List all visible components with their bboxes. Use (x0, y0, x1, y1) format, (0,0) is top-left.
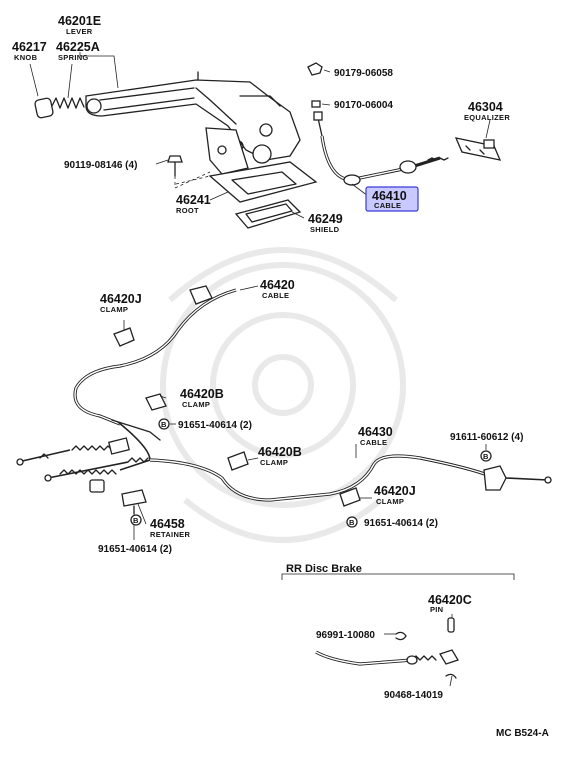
callout-46304[interactable]: 46304 EQUALIZER (464, 100, 510, 122)
part-name: ROOT (176, 206, 199, 215)
rear-cable-46420-part (16, 285, 237, 471)
part-number: 46420C (428, 593, 472, 607)
part-number: 46410 (372, 189, 407, 203)
part-name: CLAMP (260, 458, 288, 467)
part-number: 96991-10080 (316, 630, 375, 641)
part-number: 46420B (180, 387, 224, 401)
clamp-46420b-lower-part (227, 451, 249, 471)
diagram-code: MC B524-A (496, 728, 549, 739)
callout-46420b-lower[interactable]: 46420B CLAMP (258, 445, 302, 467)
equalizer-part (454, 137, 502, 161)
rr-disc-brake-cable-part (315, 617, 459, 679)
rear-cable-46430-part (44, 454, 552, 502)
part-number: 46430 (358, 425, 393, 439)
knob-part (34, 97, 54, 119)
callout-46225a[interactable]: 46225A SPRING (56, 40, 100, 62)
bolt-marker-letter: B (483, 452, 489, 461)
callout-90468-14019[interactable]: 90468-14019 (384, 690, 443, 701)
part-number: 46420B (258, 445, 302, 459)
part-name: CABLE (360, 438, 387, 447)
callout-90119-08146[interactable]: 90119-08146 (4) (64, 160, 137, 171)
part-name: KNOB (14, 53, 38, 62)
part-number: 46241 (176, 193, 211, 207)
callout-46241[interactable]: 46241 ROOT (176, 193, 211, 215)
callout-90170-06004[interactable]: 90170-06004 (334, 100, 393, 111)
part-number: 90179-06058 (334, 68, 393, 79)
bolt-marker-group (130, 418, 492, 528)
part-number: 90170-06004 (334, 100, 393, 111)
callout-91651-40614-c[interactable]: 91651-40614 (2) (98, 544, 172, 555)
part-number: 91651-40614 (2) (364, 518, 438, 529)
part-number: 46420 (260, 278, 295, 292)
callout-96991-10080[interactable]: 96991-10080 (316, 630, 375, 641)
retainer-part (121, 489, 147, 515)
part-number: 91651-40614 (2) (98, 544, 172, 555)
callout-46217[interactable]: 46217 KNOB (12, 40, 47, 62)
callout-91651-40614-b[interactable]: B 91651-40614 (2) (349, 518, 438, 529)
bolt-marker: B (349, 518, 355, 527)
callout-46458[interactable]: 46458 RETAINER (150, 517, 190, 539)
leader-lines (29, 52, 491, 687)
clip-90170-part (311, 100, 321, 108)
callout-91651-40614-a[interactable]: B 91651-40614 (2) (161, 420, 252, 431)
part-number: 46458 (150, 517, 185, 531)
callout-46201e[interactable]: 46201E LEVER (58, 14, 101, 36)
callout-46430[interactable]: 46430 CABLE (358, 425, 393, 447)
clamp-46420j-lower-part (339, 487, 361, 507)
callout-46420c[interactable]: 46420C PIN (428, 593, 472, 614)
callout-90179-06058[interactable]: 90179-06058 (334, 68, 393, 79)
part-name: CABLE (262, 291, 289, 300)
callout-46420j-upper[interactable]: 46420J CLAMP (100, 292, 142, 314)
callout-91611-60612[interactable]: 91611-60612 (4) (450, 432, 523, 443)
part-name: EQUALIZER (464, 113, 510, 122)
callout-46420[interactable]: 46420 CABLE (260, 278, 295, 300)
spring-part (51, 97, 85, 109)
watermark-emblem (160, 247, 406, 543)
part-number: 90119-08146 (4) (64, 160, 137, 171)
section-title: RR Disc Brake (286, 563, 362, 575)
part-name: SPRING (58, 53, 89, 62)
clamp-46420j-upper-part (113, 320, 135, 347)
lever-part (85, 71, 301, 175)
part-number: 46420J (374, 484, 416, 498)
part-number: 91651-40614 (2) (178, 420, 252, 431)
part-name: LEVER (66, 27, 93, 36)
part-name: CABLE (374, 201, 401, 210)
callout-46410[interactable]: 46410 CABLE (372, 189, 407, 210)
bolt-90119-part (167, 155, 211, 189)
part-name: PIN (430, 605, 443, 614)
part-name: SHIELD (310, 225, 340, 234)
part-number: 46420J (100, 292, 142, 306)
part-number: 90468-14019 (384, 690, 443, 701)
rr-disc-brake-box (281, 573, 515, 580)
clip-90179-part (307, 62, 323, 76)
part-name: RETAINER (150, 530, 190, 539)
callout-46420j-lower[interactable]: 46420J CLAMP (374, 484, 416, 506)
shield-part (234, 199, 302, 229)
part-number: 46225A (56, 40, 100, 54)
part-name: CLAMP (182, 400, 210, 409)
boot-part (175, 161, 318, 203)
highlight-box-46410 (365, 186, 419, 212)
part-number: 46304 (468, 100, 503, 114)
part-number: 46201E (58, 14, 101, 28)
clamp-46420b-upper-part (145, 393, 167, 411)
callout-46420b-upper[interactable]: 46420B CLAMP (180, 387, 224, 409)
part-name: CLAMP (376, 497, 404, 506)
part-number: 46217 (12, 40, 47, 54)
part-name: CLAMP (100, 305, 128, 314)
callout-46249[interactable]: 46249 SHIELD (308, 212, 343, 234)
bolt-marker-letter: B (133, 516, 139, 525)
front-cable-46410-part (313, 111, 449, 186)
bolt-marker: B (161, 420, 167, 429)
part-number: 46249 (308, 212, 343, 226)
part-number: 91611-60612 (4) (450, 432, 523, 443)
